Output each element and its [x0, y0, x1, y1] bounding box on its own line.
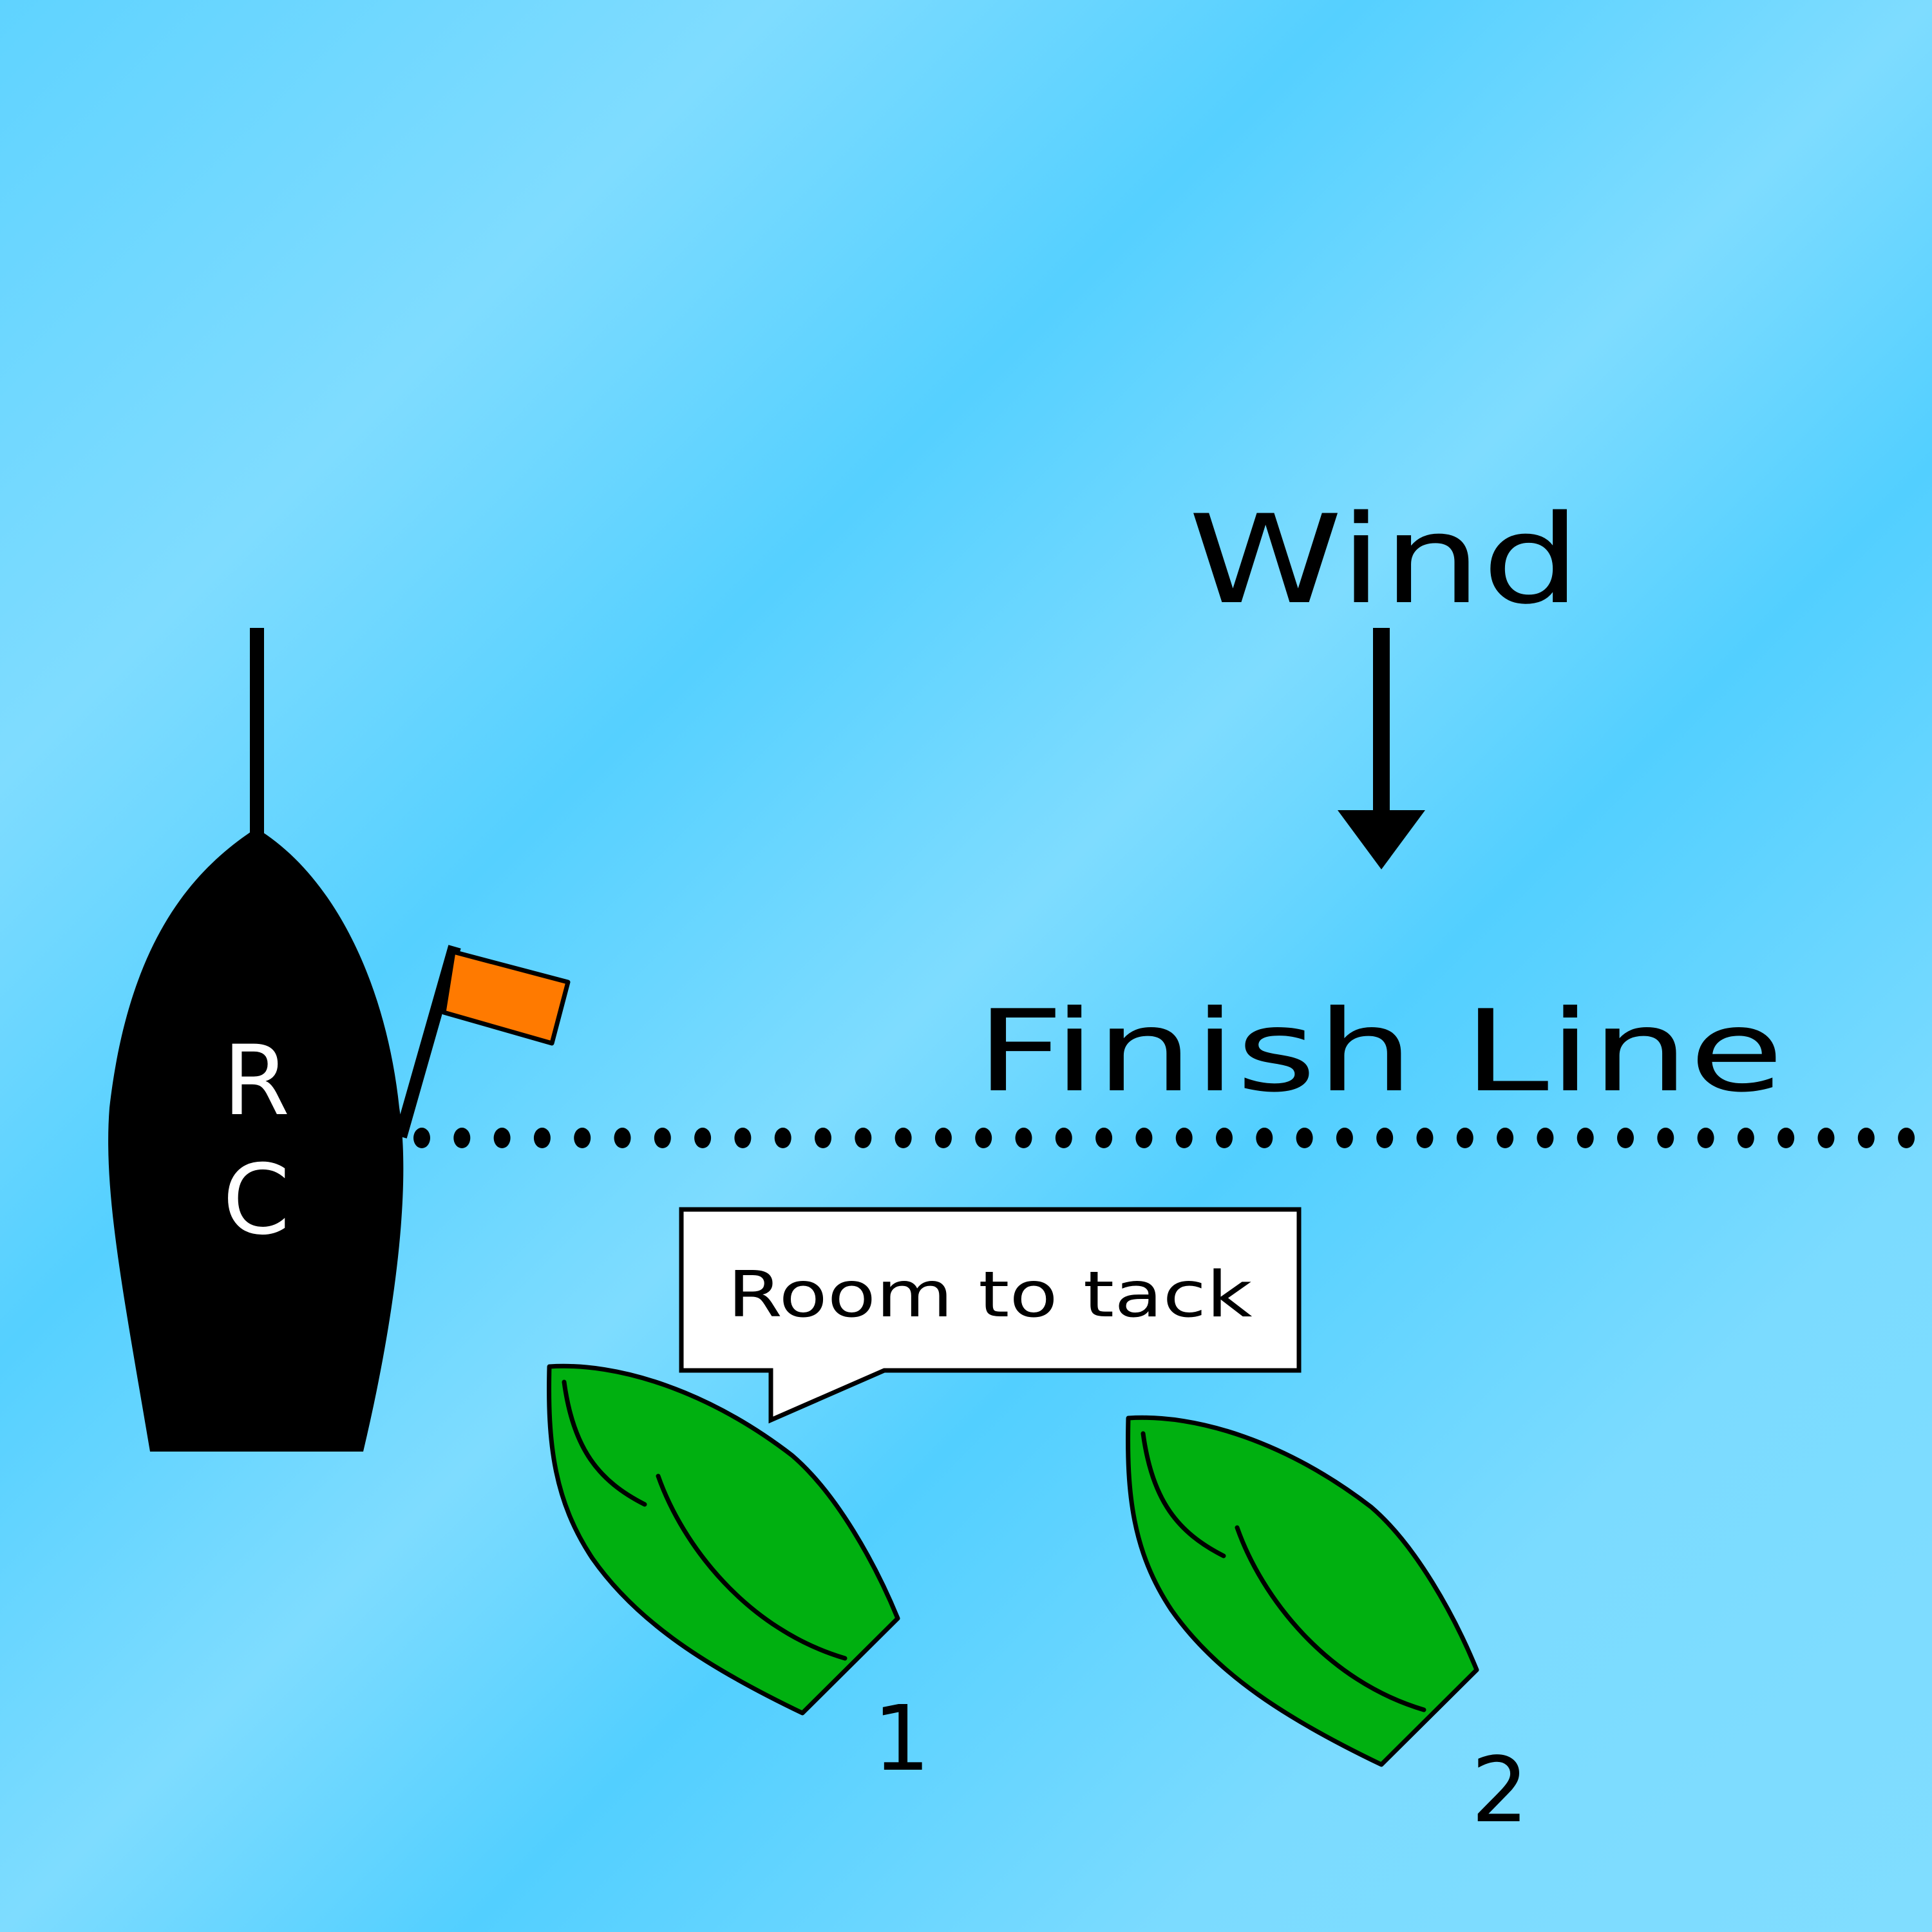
callout-text: Room to tack: [728, 1258, 1253, 1332]
finish-line-dot: [1657, 1128, 1674, 1148]
finish-line-dot: [574, 1128, 591, 1148]
finish-line-dot: [614, 1128, 631, 1148]
finish-line-dot: [1135, 1128, 1153, 1148]
finish-line-dot: [453, 1128, 471, 1148]
boat-1-number: 1: [873, 1687, 930, 1792]
finish-line-dot: [694, 1128, 712, 1148]
finish-line-dot: [1256, 1128, 1273, 1148]
finish-line-dot: [1456, 1128, 1473, 1148]
room-to-tack-callout: Room to tack: [679, 1207, 1302, 1424]
finish-line: [413, 1128, 1915, 1148]
finish-line-dot: [855, 1128, 872, 1148]
boat-1[interactable]: 1: [549, 1366, 931, 1792]
finish-line-dot: [1577, 1128, 1594, 1148]
finish-line-label: Finish Line: [976, 987, 1784, 1117]
finish-line-dot: [1376, 1128, 1394, 1148]
rc-letter-r: R: [223, 1025, 290, 1137]
finish-line-dot: [1216, 1128, 1233, 1148]
finish-line-dot: [1175, 1128, 1193, 1148]
committee-boat: R C: [108, 628, 571, 1452]
flag-icon: [394, 945, 571, 1139]
finish-line-dot: [1416, 1128, 1434, 1148]
finish-line-dot: [1296, 1128, 1313, 1148]
finish-line-dot: [1537, 1128, 1554, 1148]
finish-line-dot: [1737, 1128, 1754, 1148]
finish-line-dot: [1777, 1128, 1795, 1148]
committee-boat-hull: [108, 828, 404, 1452]
finish-line-dot: [654, 1128, 671, 1148]
finish-line-dot: [734, 1128, 752, 1148]
arrow-down-icon: [1338, 628, 1425, 869]
finish-line-dot: [895, 1128, 912, 1148]
boat-2-number: 2: [1471, 1738, 1528, 1843]
finish-line-dot: [1497, 1128, 1514, 1148]
finish-line-dot: [815, 1128, 831, 1148]
finish-line-dot: [1055, 1128, 1072, 1148]
finish-line-dot: [934, 1128, 952, 1148]
finish-line-dot: [1898, 1128, 1915, 1148]
finish-line-dot: [1697, 1128, 1714, 1148]
finish-line-dot: [1336, 1128, 1353, 1148]
finish-line-dot: [493, 1128, 511, 1148]
finish-line-dot: [1817, 1128, 1835, 1148]
boat-2[interactable]: 2: [1128, 1417, 1529, 1843]
finish-line-dot: [1095, 1128, 1113, 1148]
rc-letter-c: C: [223, 1144, 290, 1256]
finish-line-dot: [1617, 1128, 1634, 1148]
finish-line-dot: [975, 1128, 992, 1148]
finish-line-dot: [413, 1128, 430, 1148]
finish-line-dot: [1015, 1128, 1032, 1148]
mast: [250, 628, 264, 834]
finish-line-dot: [1857, 1128, 1875, 1148]
finish-line-dot: [533, 1128, 551, 1148]
finish-line-dot: [774, 1128, 791, 1148]
wind-label: Wind: [1188, 489, 1581, 631]
